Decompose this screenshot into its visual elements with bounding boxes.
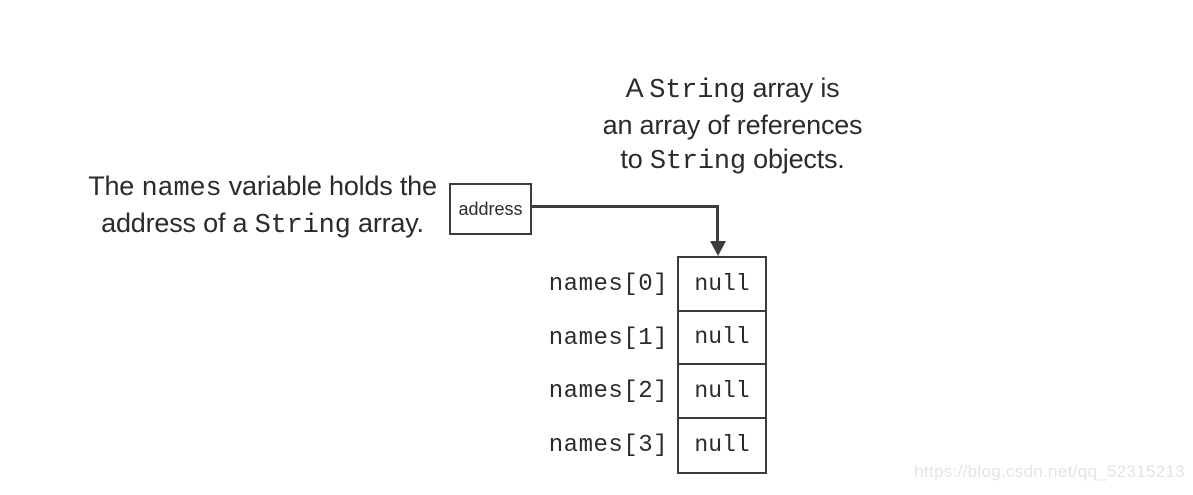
- array-cell-value: null: [694, 432, 750, 459]
- array-cell: null: [679, 312, 765, 365]
- array-index-label: names[0]: [548, 271, 668, 298]
- note-text-segment: array is: [745, 73, 840, 103]
- arrow-head: [710, 241, 726, 256]
- names-note: The names variable holds the address of …: [70, 169, 455, 243]
- names-note-line-1: The names variable holds the: [70, 169, 455, 206]
- note-text-segment: to: [620, 144, 650, 174]
- names-note-line-2: address of a String array.: [70, 206, 455, 243]
- array-note-line-3: to String objects.: [560, 142, 905, 179]
- array-cell-value: null: [694, 377, 750, 404]
- code-token-names: names: [141, 174, 222, 204]
- array-index-label: names[1]: [548, 324, 668, 352]
- address-box: address: [449, 183, 532, 235]
- code-token-string: String: [649, 76, 746, 106]
- array-cell: null: [679, 419, 765, 473]
- code-token-string: String: [254, 211, 351, 241]
- note-text-segment: variable holds the: [221, 171, 437, 201]
- array-note-line-1: A String array is: [560, 71, 905, 108]
- address-box-label: address: [458, 198, 523, 219]
- note-text-segment: A: [625, 73, 650, 103]
- array-cell: null: [679, 365, 765, 419]
- note-text-segment: array.: [350, 208, 424, 238]
- array-index-label: names[2]: [548, 378, 668, 405]
- array-index-labels: names[0] names[1] names[2] names[3]: [525, 258, 668, 472]
- array-cell-value: null: [694, 270, 750, 297]
- note-text-segment: The: [88, 171, 142, 201]
- watermark-url: https://blog.csdn.net/qq_52315213: [914, 462, 1185, 481]
- note-text-segment: address of a: [101, 208, 255, 238]
- array-note-line-2: an array of references: [602, 110, 863, 140]
- array-note: A String array is an array of references…: [560, 71, 905, 179]
- code-token-string: String: [649, 147, 746, 177]
- array-cell-value: null: [694, 324, 750, 351]
- array-index-label: names[3]: [548, 431, 668, 459]
- reference-arrow-vertical: [716, 205, 719, 242]
- note-text-segment: objects.: [745, 144, 845, 174]
- string-array: null null null null: [677, 256, 767, 474]
- reference-arrow-horizontal: [531, 205, 719, 208]
- array-cell: null: [679, 258, 765, 312]
